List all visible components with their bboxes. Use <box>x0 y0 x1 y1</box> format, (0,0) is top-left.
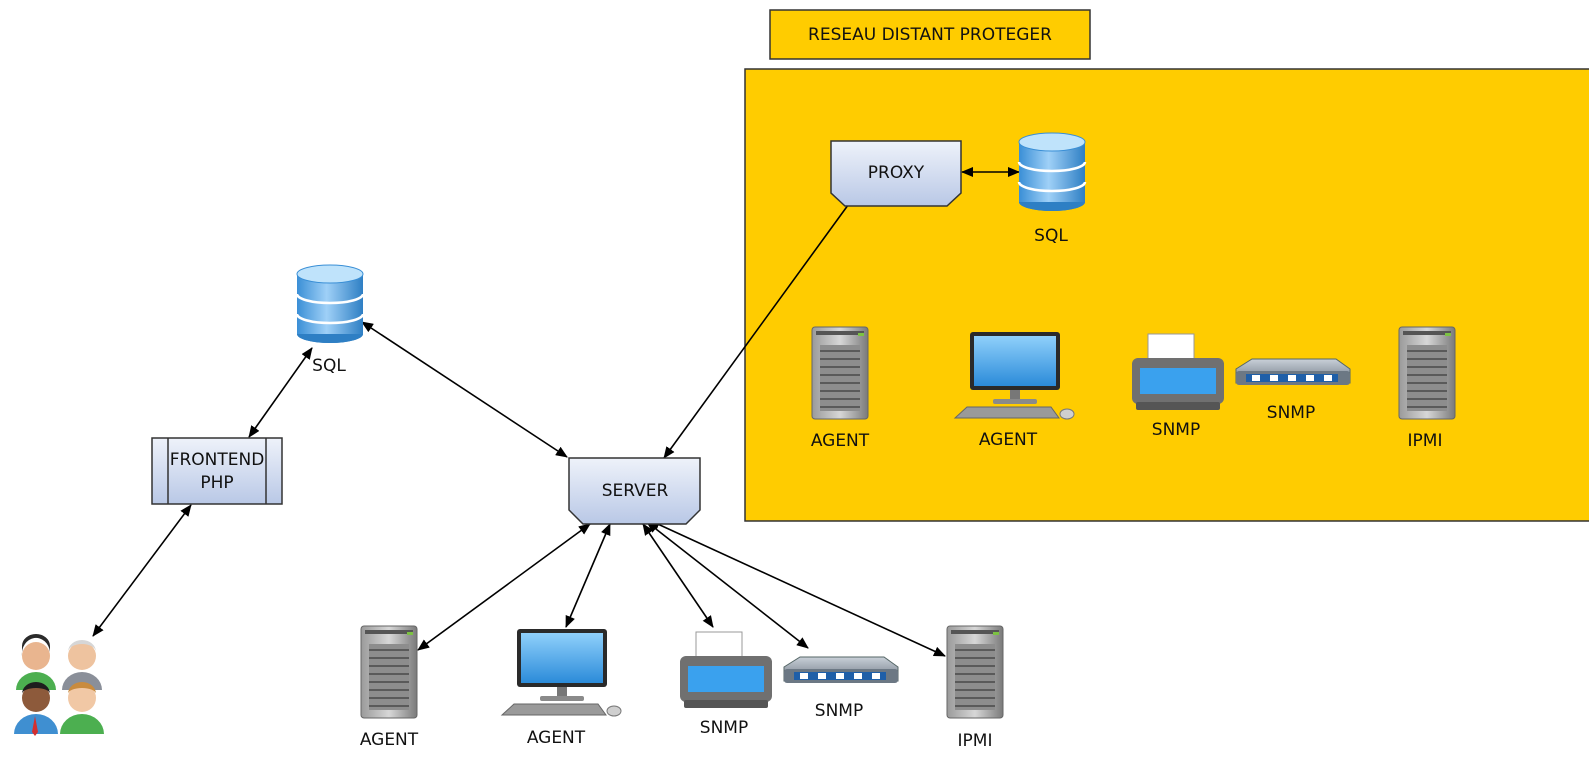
remote-snmp-switch-label: SNMP <box>1267 403 1315 423</box>
edge-server-agent-server <box>417 523 591 651</box>
main-sql-node[interactable]: SQL <box>295 263 365 376</box>
edges <box>92 167 1020 657</box>
edge-sql-frontend <box>248 347 313 438</box>
remote-ipmi-node[interactable]: IPMI <box>1398 326 1456 451</box>
proxy-sql-label: SQL <box>1034 226 1068 246</box>
database-icon <box>295 263 365 345</box>
proxy-sql-node[interactable]: SQL <box>1017 131 1087 246</box>
agent-server-node[interactable]: AGENT <box>360 625 419 750</box>
database-icon <box>1017 131 1087 213</box>
edge-frontend-users <box>92 504 192 637</box>
proxy-label: PROXY <box>868 163 925 183</box>
proxy-node[interactable]: PROXY <box>830 140 962 207</box>
server-tower-icon <box>811 326 869 420</box>
snmp-switch-label: SNMP <box>815 701 863 721</box>
edge-server-ipmi <box>648 519 946 657</box>
remote-snmp-printer-node[interactable]: SNMP <box>1131 333 1225 440</box>
server-node[interactable]: SERVER <box>568 457 701 525</box>
remote-snmp-switch-node[interactable]: SNMP <box>1235 358 1351 423</box>
main-sql-label: SQL <box>312 356 346 376</box>
desktop-computer-icon <box>501 628 622 717</box>
server-tower-icon <box>360 625 418 719</box>
protected-zone <box>744 68 1589 522</box>
snmp-switch-node[interactable]: SNMP <box>783 656 899 721</box>
edge-server-proxy <box>663 178 868 459</box>
edge-server-snmp-printer <box>642 523 714 628</box>
remote-agent-server-node[interactable]: AGENT <box>811 326 870 451</box>
remote-agent-desktop-label: AGENT <box>979 430 1038 450</box>
edge-sql-server <box>361 321 568 458</box>
agent-desktop-label: AGENT <box>527 728 586 748</box>
server-label: SERVER <box>602 481 669 501</box>
remote-agent-desktop-node[interactable]: AGENT <box>954 331 1075 450</box>
network-switch-icon <box>1235 358 1351 386</box>
edge-server-snmp-switch <box>646 521 809 649</box>
ipmi-node[interactable]: IPMI <box>946 625 1004 751</box>
remote-snmp-printer-label: SNMP <box>1152 420 1200 440</box>
users-group-icon <box>14 634 104 736</box>
snmp-printer-node[interactable]: SNMP <box>679 631 773 738</box>
zone-title: RESEAU DISTANT PROTEGER <box>808 25 1052 45</box>
server-tower-icon <box>946 625 1004 719</box>
frontend-node[interactable]: FRONTEND PHP <box>151 437 283 505</box>
zone-title-box <box>769 9 1091 60</box>
agent-server-label: AGENT <box>360 730 419 750</box>
ipmi-label: IPMI <box>958 731 993 751</box>
server-tower-icon <box>1398 326 1456 420</box>
remote-ipmi-label: IPMI <box>1408 431 1443 451</box>
snmp-printer-label: SNMP <box>700 718 748 738</box>
frontend-label-line2: PHP <box>200 473 233 493</box>
agent-desktop-node[interactable]: AGENT <box>501 628 622 748</box>
printer-icon <box>679 631 773 709</box>
frontend-label-line1: FRONTEND <box>170 450 265 470</box>
edge-server-agent-desktop <box>565 523 611 628</box>
remote-agent-server-label: AGENT <box>811 431 870 451</box>
network-switch-icon <box>783 656 899 684</box>
